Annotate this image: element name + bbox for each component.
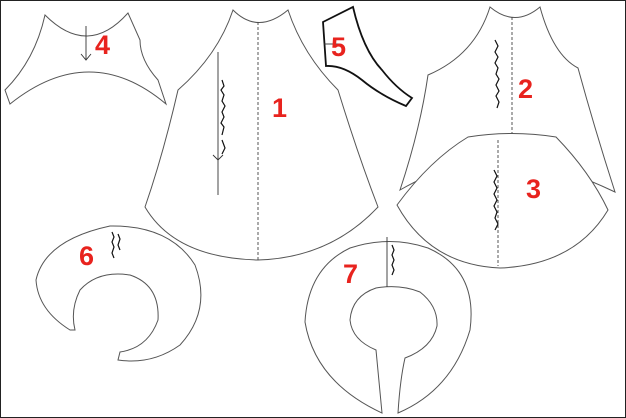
pattern-piece-6: 6: [35, 225, 202, 362]
piece-1-marking-text: [220, 79, 226, 155]
piece-2-marking-text: [494, 39, 500, 109]
pattern-piece-3: 3: [396, 133, 609, 269]
piece-5-number: 5: [331, 32, 346, 62]
piece-4-number: 4: [95, 30, 110, 60]
pattern-piece-5: 5: [322, 5, 414, 108]
piece-6-marking-text: [111, 231, 121, 259]
piece-5-outline: [322, 5, 414, 108]
piece-3-outline: [396, 133, 609, 269]
pattern-piece-7: 7: [304, 237, 472, 414]
piece-4-outline: [4, 12, 168, 106]
piece-3-number: 3: [526, 174, 541, 204]
piece-7-number: 7: [343, 259, 358, 289]
piece-3-marking-text: [493, 169, 499, 231]
piece-6-number: 6: [79, 241, 94, 271]
piece-7-outer-edge: [304, 241, 472, 414]
piece-2-number: 2: [518, 74, 533, 104]
piece-1-grain-arrow: [212, 154, 224, 161]
piece-6-outline: [35, 225, 202, 362]
piece-1-number: 1: [272, 93, 287, 123]
piece-1-outline: [144, 9, 379, 261]
pattern-piece-4: 4: [4, 12, 168, 106]
pattern-piece-1: 1: [144, 9, 379, 261]
piece-7-marking-text: [391, 244, 395, 276]
piece-4-grain-arrow: [80, 53, 92, 61]
